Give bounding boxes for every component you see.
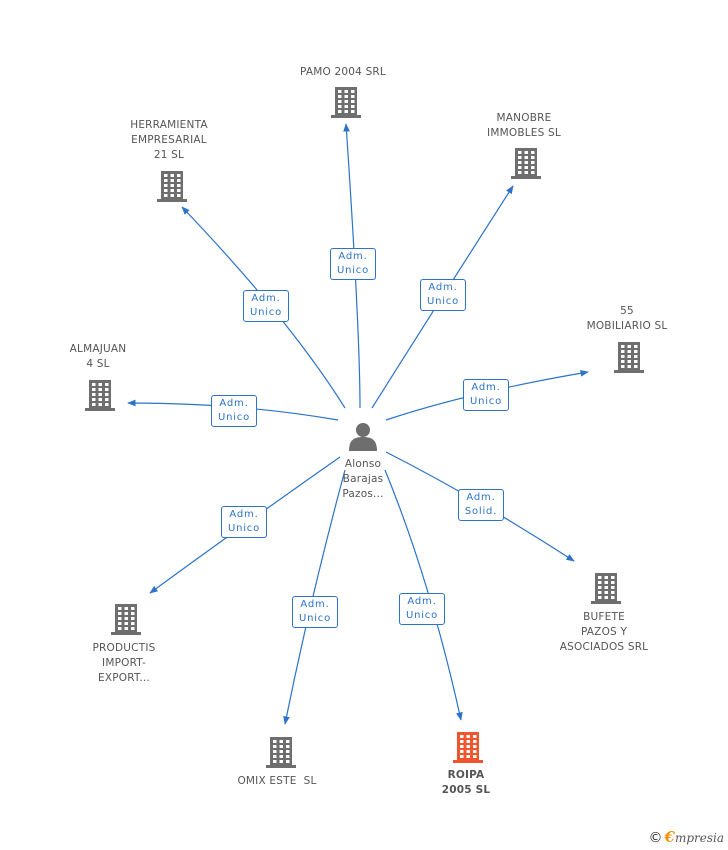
role-badge-manobre: Adm. Unico [420,279,466,311]
company-label-almajuan[interactable]: ALMAJUAN 4 SL [69,343,127,370]
role-badge-almajuan: Adm. Unico [211,395,257,427]
edge-roipa [384,469,463,721]
company-label-roipa[interactable]: ROIPA 2005 SL [441,769,491,796]
copyright-symbol: © [648,830,663,846]
company-label-bufete[interactable]: BUFETE PAZOS Y ASOCIADOS SRL [559,611,649,653]
company-label-herramienta[interactable]: HERRAMIENTA EMPRESARIAL 21 SL [130,119,208,161]
person-name-label: Alonso Barajas Pazos... [342,458,384,500]
building-icon-almajuan[interactable] [85,380,115,411]
company-label-manobre[interactable]: MANOBRE IMMOBLES SL [487,112,561,139]
building-icon-bufete[interactable] [591,573,621,604]
copyright-footer: ©€mpresia [649,828,725,846]
building-icon-productis[interactable] [111,604,141,635]
role-badge-herramienta: Adm. Unico [243,290,289,322]
building-icon-mobiliario[interactable] [614,342,644,373]
company-label-productis[interactable]: PRODUCTIS IMPORT- EXPORT... [92,642,156,684]
building-icon-herramienta[interactable] [157,171,187,202]
role-badge-pamo: Adm. Unico [330,248,376,280]
building-icon-roipa[interactable] [453,732,483,763]
building-icon-pamo[interactable] [331,87,361,118]
role-badge-productis: Adm. Unico [221,506,267,538]
brand-logo-text: mpresia [674,831,724,845]
company-label-mobiliario[interactable]: 55 MOBILIARIO SL [586,305,668,332]
company-label-pamo[interactable]: PAMO 2004 SRL [300,66,386,78]
company-label-omix[interactable]: OMIX ESTE SL [237,775,317,787]
role-badge-mobiliario: Adm. Unico [463,379,509,411]
role-badge-roipa: Adm. Unico [399,593,445,625]
person-icon[interactable] [349,423,377,451]
brand-logo-initial: € [664,828,675,846]
role-badge-omix: Adm. Unico [292,596,338,628]
edge-pamo [343,123,361,409]
role-badge-bufete: Adm. Solid. [458,489,504,521]
building-icon-omix[interactable] [266,737,296,768]
building-icon-manobre[interactable] [511,148,541,179]
